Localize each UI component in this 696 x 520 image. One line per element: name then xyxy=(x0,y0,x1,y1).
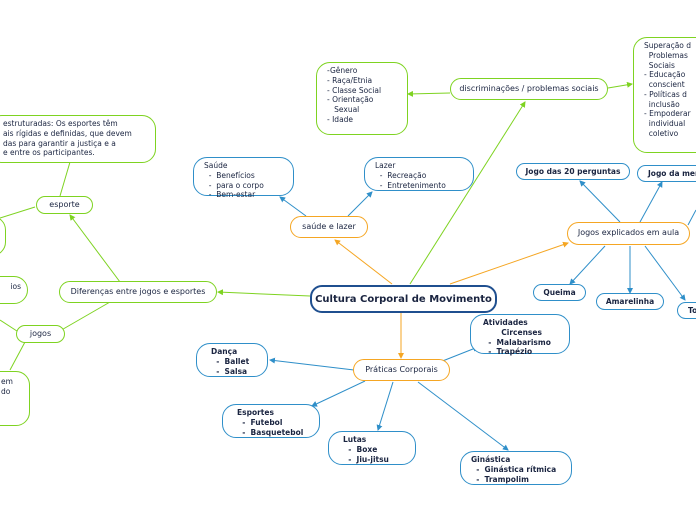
danca-node[interactable]: Dança - Ballet - Salsa xyxy=(196,343,268,377)
diferencas-node[interactable]: Diferenças entre jogos e esportes xyxy=(59,281,217,303)
link-pc-danca xyxy=(269,357,355,371)
link-jogos-em xyxy=(9,341,26,371)
esportes-node[interactable]: Esportes - Futebol - Basquetebol xyxy=(222,404,320,438)
link-sl-lazer xyxy=(347,191,373,217)
jogos-node[interactable]: jogos xyxy=(16,325,65,343)
lazer-node[interactable]: Lazer - Recreação - Entretenimento xyxy=(364,157,474,191)
saude-node[interactable]: Saúde - Benefícios - para o corpo - Bem-… xyxy=(193,157,294,199)
link-ja-right xyxy=(687,209,696,226)
jogos-bottom-partial-node[interactable]: em do xyxy=(0,371,30,426)
jogo-20-perguntas-node[interactable]: Jogo das 20 perguntas xyxy=(516,163,630,180)
link-pc-lutas xyxy=(376,381,394,431)
link-disc-superacao xyxy=(607,81,633,89)
esporte-description-node[interactable]: estruturadas: Os esportes têm ais rígida… xyxy=(0,115,156,163)
queima-node[interactable]: Queima xyxy=(533,284,586,301)
praticas-node[interactable]: Práticas Corporais xyxy=(353,359,450,381)
atividades-circenses-node[interactable]: Atividades Circenses - Malabarismo - Tra… xyxy=(470,314,570,356)
link-central-jogos-aula xyxy=(449,241,569,285)
superacao-node[interactable]: Superação d Problemas Sociais - Educação… xyxy=(633,37,696,153)
esporte-node[interactable]: esporte xyxy=(36,196,93,214)
amarelinha-node[interactable]: Amarelinha xyxy=(596,293,664,310)
saude-lazer-node[interactable]: saúde e lazer xyxy=(290,216,368,238)
lutas-node[interactable]: Lutas - Boxe - Jiu-jitsu xyxy=(328,431,416,465)
link-pc-atividades xyxy=(439,346,479,363)
link-esporte-desc xyxy=(59,161,71,197)
jogo-memoria-node[interactable]: Jogo da mem xyxy=(637,165,696,182)
link-pc-esportes xyxy=(311,380,366,407)
link-central-discriminacoes xyxy=(409,101,526,285)
central-topic[interactable]: Cultura Corporal de Movimento xyxy=(310,285,497,313)
jogos-aula-node[interactable]: Jogos explicados em aula xyxy=(567,222,690,245)
link-ja-jogo20 xyxy=(579,180,621,223)
link-pc-ginastica xyxy=(417,381,509,451)
genero-node[interactable]: -Gênero - Raça/Etnia - Classe Social - O… xyxy=(316,62,408,135)
link-ja-to xyxy=(644,245,686,301)
link-central-saude-lazer xyxy=(334,239,393,285)
link-dif-jogos xyxy=(57,301,111,333)
ginastica-node[interactable]: Ginástica - Ginástica rítmica - Trampoli… xyxy=(460,451,572,485)
to-node[interactable]: To xyxy=(677,302,696,319)
link-esporte-left xyxy=(0,206,36,219)
link-dif-esporte xyxy=(69,214,121,283)
link-ja-jogomem xyxy=(639,181,663,223)
link-ja-queima xyxy=(569,245,606,285)
link-sl-saude xyxy=(279,196,307,217)
link-central-diferencas xyxy=(217,289,311,297)
jogos-left-partial-node[interactable]: ios xyxy=(0,276,28,304)
link-disc-genero xyxy=(407,90,451,97)
discriminacoes-node[interactable]: discriminações / problemas sociais xyxy=(450,78,608,100)
